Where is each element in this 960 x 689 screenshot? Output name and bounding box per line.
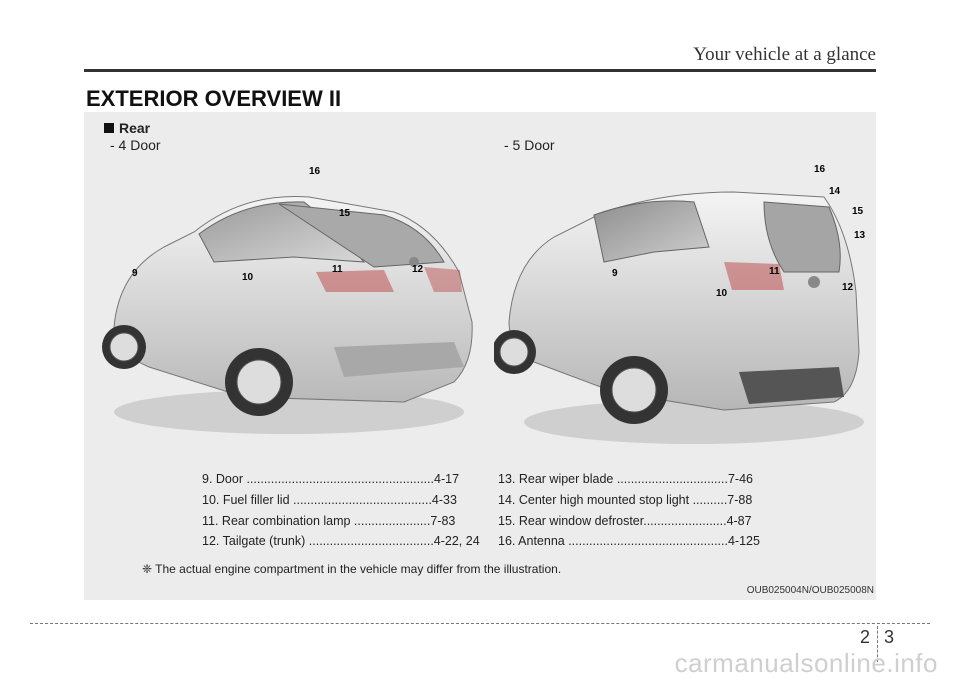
sedan-illustration: 16 15 9 10 11 12 (102, 166, 473, 434)
square-bullet-icon (104, 123, 114, 133)
callout-13: 13 (854, 230, 866, 241)
callout-11: 11 (332, 264, 343, 275)
header-rule (84, 69, 876, 72)
component-list-left: 9. Door ................................… (202, 469, 480, 552)
hatchback-callouts: 16 14 15 13 9 11 10 12 (612, 164, 866, 299)
list-item: 15. Rear window defroster...............… (498, 513, 752, 528)
callout-11: 11 (769, 266, 780, 277)
callout-16: 16 (814, 164, 826, 175)
list-item: 14. Center high mounted stop light .....… (498, 492, 753, 507)
callout-9: 9 (612, 268, 618, 279)
illustration-note: ❈ The actual engine compartment in the v… (142, 562, 562, 576)
callout-9: 9 (132, 268, 138, 279)
list-item: 9. Door ................................… (202, 472, 460, 486)
callout-12: 12 (842, 282, 854, 293)
watermark: carmanualsonline.info (674, 648, 938, 678)
list-item: 16. Antenna ............................… (498, 534, 760, 549)
section-title: Your vehicle at a glance (693, 44, 876, 65)
callout-16: 16 (309, 166, 321, 177)
rear-heading-label: Rear (119, 120, 151, 136)
rear-heading: Rear (104, 120, 150, 136)
footer-rule (30, 623, 930, 624)
component-list-right: 13. Rear wiper blade ...................… (498, 469, 760, 552)
list-item: 11. Rear combination lamp ..............… (202, 513, 456, 528)
list-item: 10. Fuel filler lid ....................… (202, 492, 457, 507)
callout-15: 15 (339, 208, 351, 219)
callout-15: 15 (852, 206, 864, 217)
page-number: 3 (884, 627, 895, 647)
callout-12: 12 (412, 264, 424, 275)
list-item: 12. Tailgate (trunk) ...................… (202, 534, 480, 549)
chapter-number: 2 (860, 627, 871, 647)
variant-5-door-label: - 5 Door (504, 137, 555, 153)
image-code: OUB025004N/OUB025008N (746, 585, 874, 596)
illustration-panel: Rear - 4 Door - 5 Door 16 15 9 10 11 12 (84, 112, 876, 600)
variant-4-door-label: - 4 Door (110, 137, 161, 153)
page-separator (877, 626, 878, 662)
callout-10: 10 (242, 272, 254, 283)
callout-10: 10 (716, 288, 728, 299)
sedan-callouts: 16 15 9 10 11 12 (132, 166, 424, 283)
list-item: 13. Rear wiper blade ...................… (498, 472, 753, 486)
callout-14: 14 (829, 186, 841, 197)
hatchback-illustration: 16 14 15 13 9 11 10 12 (494, 164, 866, 444)
page-title: EXTERIOR OVERVIEW II (86, 86, 342, 111)
